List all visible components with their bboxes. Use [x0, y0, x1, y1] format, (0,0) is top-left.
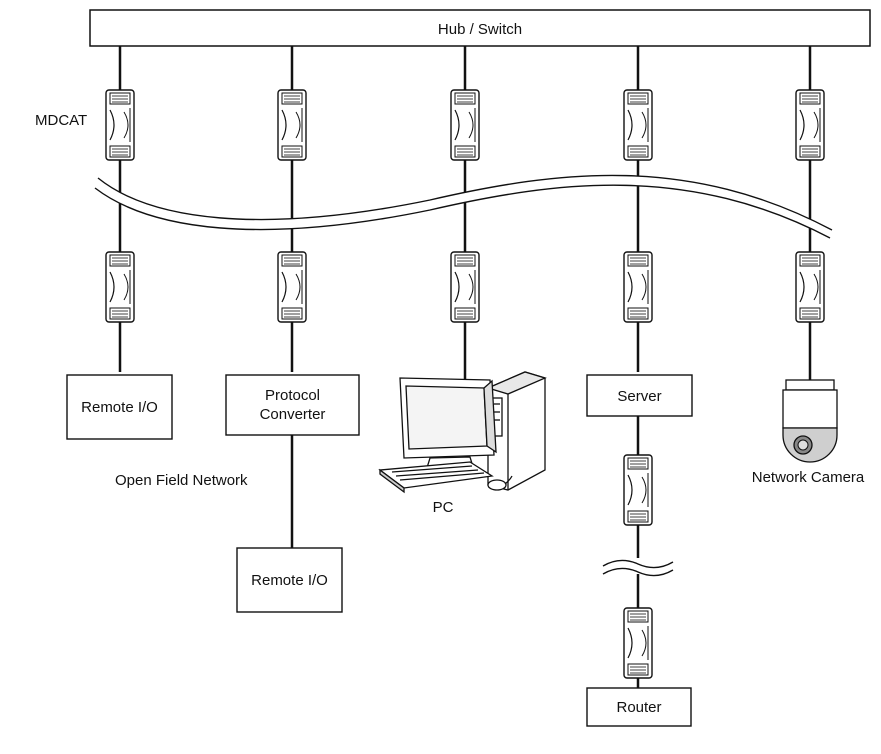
- mdcat-unit: [277, 89, 307, 161]
- pc-icon: [378, 371, 547, 494]
- mdcat-unit: [450, 89, 480, 161]
- mdcat-unit: [623, 607, 653, 679]
- network-camera-label: Network Camera: [752, 469, 865, 486]
- server-label: Server: [617, 388, 661, 405]
- router-label: Router: [616, 699, 661, 716]
- router-box: Router: [586, 687, 692, 727]
- mdcat-unit: [795, 89, 825, 161]
- mdcat-unit: [450, 251, 480, 323]
- mdcat-unit: [277, 251, 307, 323]
- mdcat-unit: [623, 251, 653, 323]
- remote-io-box-1: Remote I/O: [66, 374, 173, 440]
- hub-switch: Hub / Switch: [89, 9, 871, 47]
- mdcat-unit: [623, 89, 653, 161]
- remote-io-box-2: Remote I/O: [236, 547, 343, 613]
- mdcat-unit: [795, 251, 825, 323]
- mdcat-unit: [623, 454, 653, 526]
- open-field-network-label: Open Field Network: [115, 472, 248, 489]
- short-break: [600, 558, 676, 577]
- server-box: Server: [586, 374, 693, 417]
- mdcat-units-top: [105, 89, 825, 161]
- network-camera-icon: [782, 379, 838, 463]
- mdcat-label: MDCAT: [35, 112, 87, 129]
- remote-io-label-1: Remote I/O: [81, 399, 158, 416]
- mdcat-unit: [105, 89, 135, 161]
- hub-switch-label: Hub / Switch: [438, 21, 522, 38]
- protocol-converter-label-line2: Converter: [260, 406, 326, 423]
- protocol-converter-label-line1: Protocol: [265, 387, 320, 404]
- distance-break: [94, 174, 833, 239]
- mdcat-unit: [105, 251, 135, 323]
- remote-io-label-2: Remote I/O: [251, 572, 328, 589]
- pc-label: PC: [433, 499, 454, 516]
- protocol-converter-box: Protocol Converter: [225, 374, 360, 436]
